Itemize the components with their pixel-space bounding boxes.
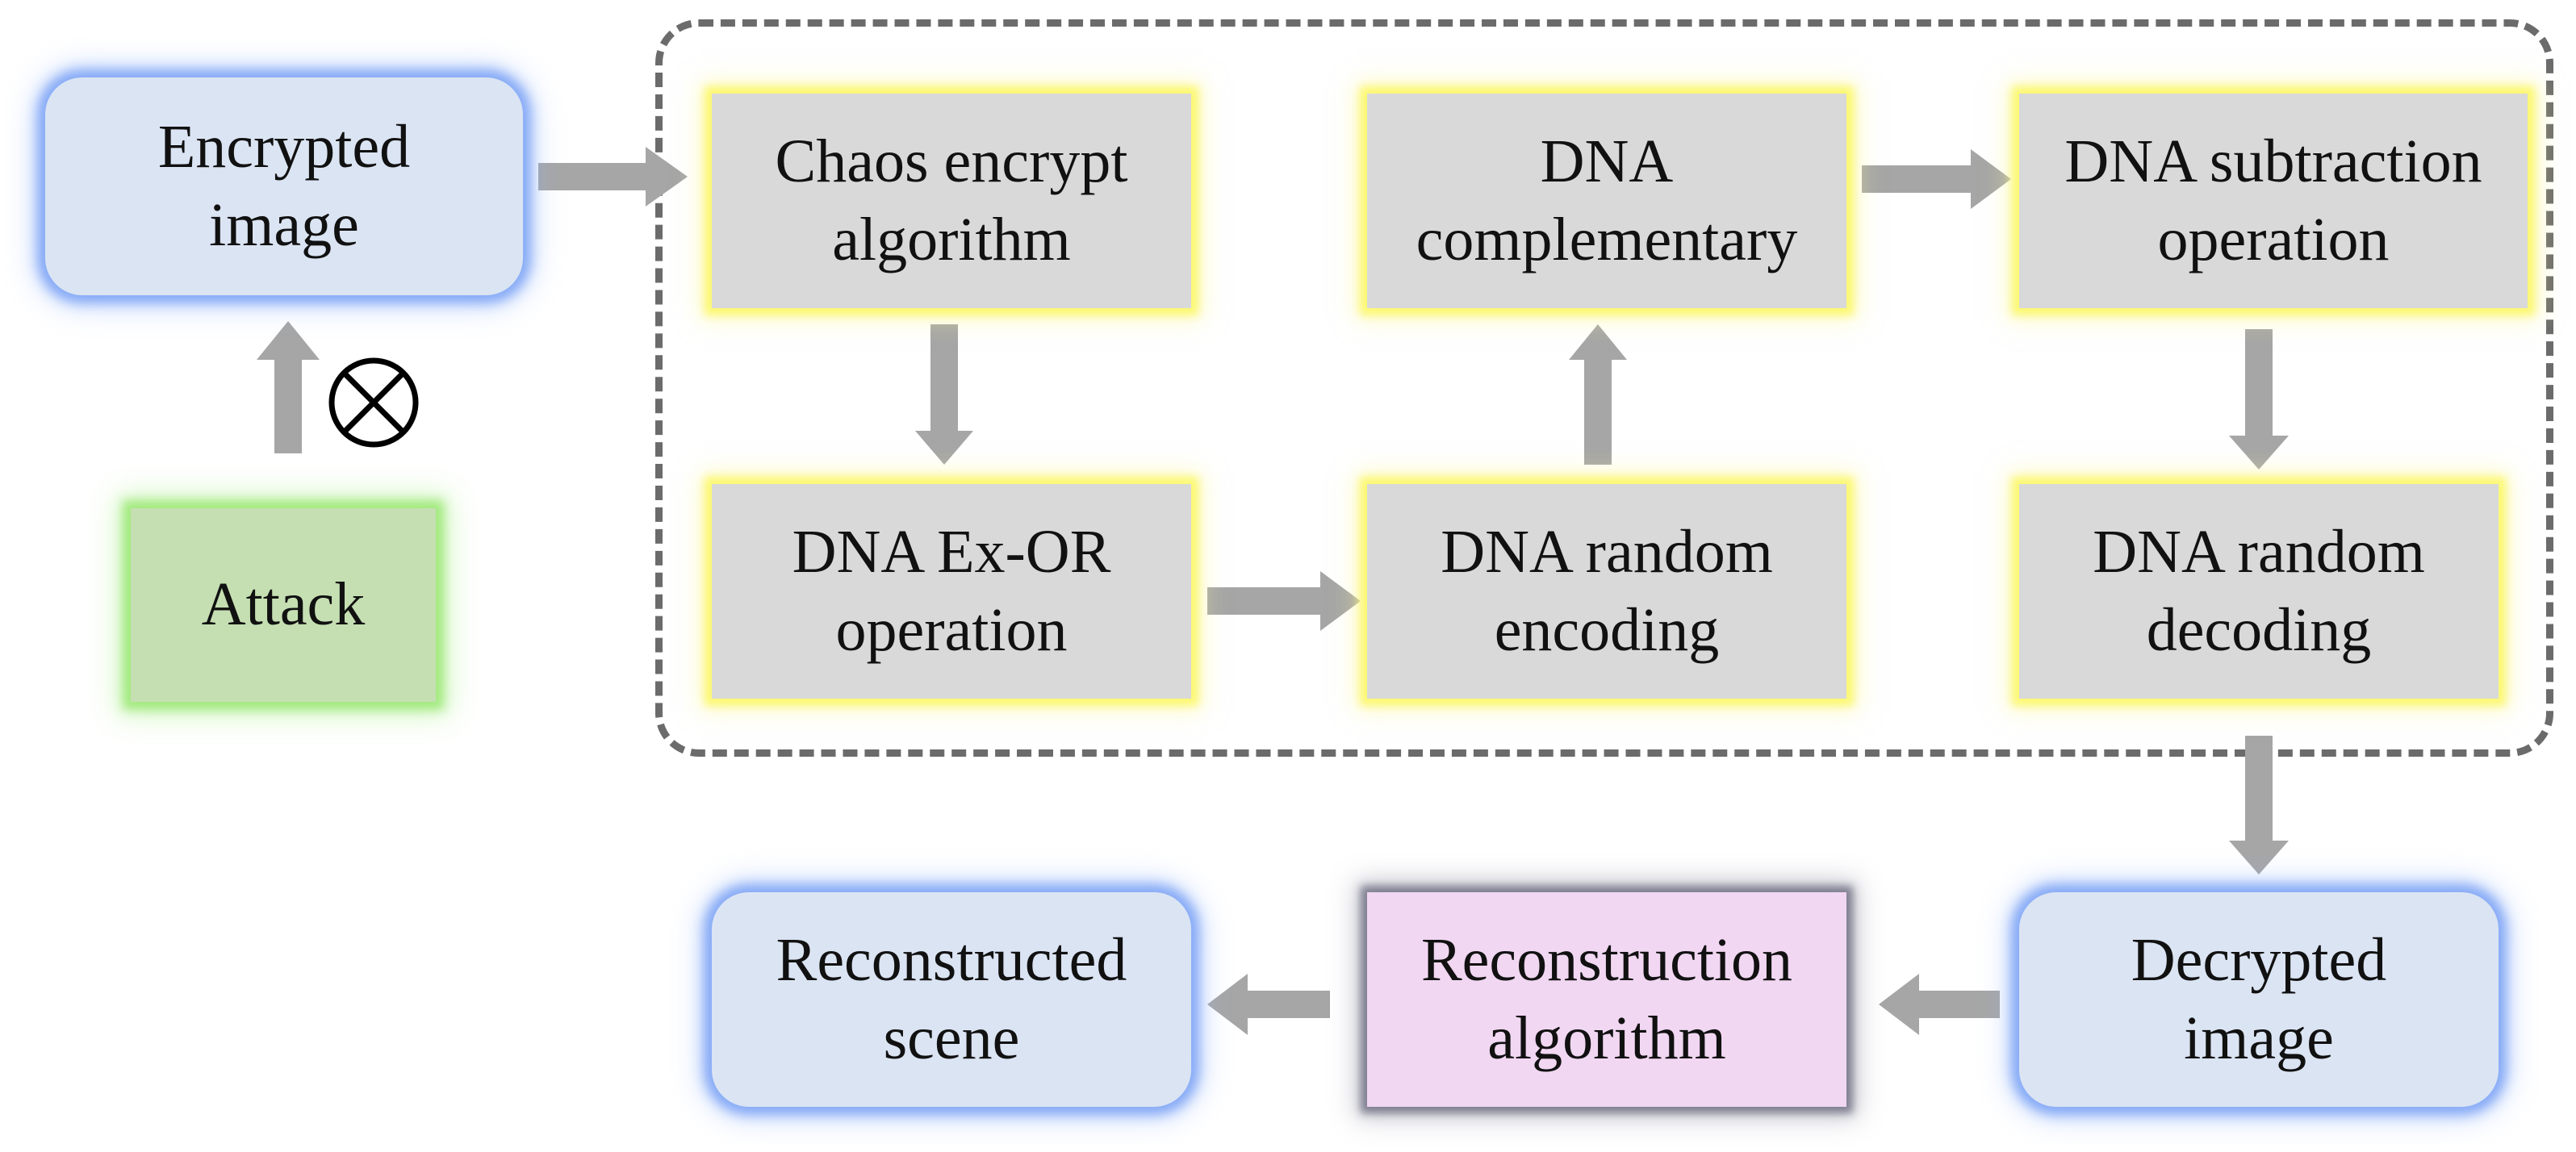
node-label: Reconstruction algorithm: [1421, 921, 1792, 1079]
arrow-group: [257, 147, 2289, 1035]
label-line: algorithm: [832, 206, 1071, 273]
label-line: operation: [835, 596, 1068, 664]
label-line: Chaos encrypt: [775, 127, 1128, 195]
node-label: DNA random encoding: [1441, 513, 1773, 670]
arrow-reconstruction-to-scene: [1207, 974, 1330, 1035]
label-line: DNA subtraction: [2064, 127, 2482, 195]
label-line: image: [209, 191, 359, 259]
label-line: Reconstructed: [776, 925, 1127, 994]
node-decrypted-image: Decrypted image: [2019, 892, 2499, 1107]
label-line: DNA random: [2093, 517, 2425, 586]
label-line: Encrypted: [157, 112, 411, 181]
node-dna-complementary: DNA complementary: [1367, 94, 1846, 308]
node-label: DNA Ex-OR operation: [792, 513, 1111, 670]
node-label: Encrypted image: [158, 108, 410, 265]
node-chaos-encrypt-algorithm: Chaos encrypt algorithm: [712, 94, 1191, 308]
label-line: DNA random: [1441, 517, 1773, 586]
node-encrypted-image: Encrypted image: [45, 77, 523, 295]
node-label: Reconstructed scene: [776, 921, 1127, 1079]
node-dna-random-decoding: DNA random decoding: [2019, 484, 2499, 699]
arrow-complementary-to-subtraction: [1862, 149, 2011, 209]
arrow-encoding-to-complementary: [1569, 324, 1627, 465]
node-label: DNA subtraction operation: [2064, 123, 2482, 280]
decryption-process-frame: [655, 19, 2553, 757]
label-line: encoding: [1494, 596, 1720, 664]
node-attack: Attack: [131, 508, 436, 702]
arrow-decoding-to-decrypted: [2229, 736, 2289, 874]
node-label: Chaos encrypt algorithm: [776, 123, 1128, 280]
label-line: algorithm: [1487, 1004, 1726, 1072]
label-line: Decrypted: [2131, 925, 2387, 994]
node-dna-subtraction-operation: DNA subtraction operation: [2019, 94, 2528, 308]
node-reconstruction-algorithm: Reconstruction algorithm: [1367, 892, 1846, 1107]
circled-times-icon: [328, 357, 419, 448]
node-dna-exor-operation: DNA Ex-OR operation: [712, 484, 1191, 699]
label-line: scene: [883, 1004, 1020, 1072]
arrow-decrypted-to-reconstruction: [1879, 974, 2000, 1035]
arrow-attack-to-encrypted: [257, 321, 320, 453]
label-line: operation: [2157, 206, 2390, 273]
node-label: Decrypted image: [2131, 921, 2387, 1079]
node-dna-random-encoding: DNA random encoding: [1367, 484, 1846, 699]
label-line: decoding: [2146, 596, 2372, 664]
label-line: complementary: [1416, 206, 1798, 273]
node-reconstructed-scene: Reconstructed scene: [712, 892, 1191, 1107]
arrow-encrypted-to-chaos: [538, 147, 688, 207]
label-line: image: [2184, 1004, 2334, 1072]
arrow-chaos-to-exor: [915, 324, 973, 465]
label-line: DNA: [1540, 127, 1674, 195]
node-label: Attack: [201, 570, 366, 639]
node-label: DNA complementary: [1416, 123, 1798, 280]
arrow-exor-to-encoding: [1207, 571, 1361, 631]
node-label: DNA random decoding: [2093, 513, 2425, 670]
label-line: Reconstruction: [1420, 925, 1793, 994]
arrow-subtraction-to-decoding: [2229, 329, 2289, 470]
label-line: DNA Ex-OR: [792, 517, 1111, 586]
